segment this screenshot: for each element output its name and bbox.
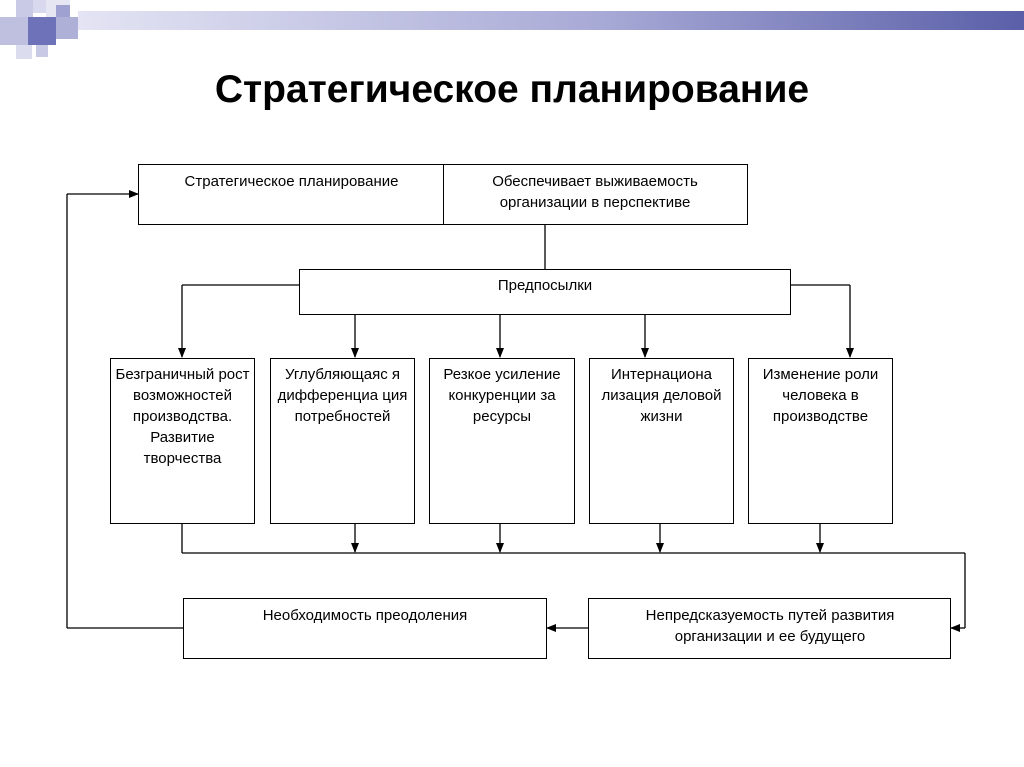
corner-decoration — [0, 0, 90, 60]
factor-label: Изменение роли человека в производстве — [762, 366, 879, 425]
strategic-planning-label: Стратегическое планирование — [184, 173, 399, 190]
header-bar — [78, 11, 1024, 30]
factor-box — [110, 358, 255, 524]
top-box-divider — [443, 164, 444, 225]
page-title: Стратегическое планирование — [214, 68, 810, 111]
factor-label: Безграничный рост возможностей производс… — [115, 366, 250, 467]
factor-label: Резкое усиление конкуренции за ресурсы — [443, 366, 561, 425]
survival-label: Обеспечивает выживаемость организации в … — [492, 173, 698, 211]
factor-box — [270, 358, 415, 524]
unpredictability-label: Непредсказуемость путей развития организ… — [645, 607, 895, 645]
factor-label: Интернациона лизация деловой жизни — [601, 366, 722, 425]
necessity-box — [183, 598, 547, 659]
factor-box — [429, 358, 575, 524]
prerequisites-box — [299, 269, 791, 315]
factor-box — [589, 358, 734, 524]
factor-label: Углубляющаяс я дифференциа ция потребнос… — [277, 366, 408, 425]
unpredictability-box — [588, 598, 951, 659]
prerequisites-label: Предпосылки — [497, 277, 593, 294]
factor-box — [748, 358, 893, 524]
necessity-label: Необходимость преодоления — [262, 607, 468, 624]
